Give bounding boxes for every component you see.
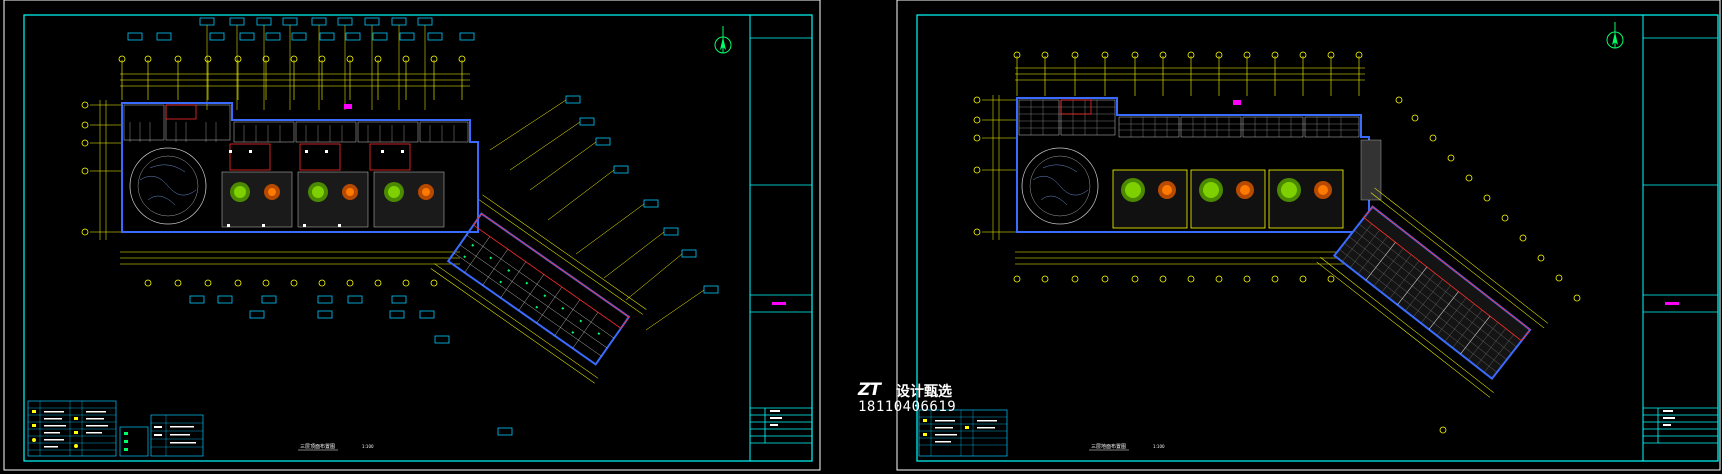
svg-text:三层地面布置图: 三层地面布置图: [1091, 443, 1126, 450]
title-block-marks: [1663, 302, 1679, 426]
floor-plan-main-wing: [121, 102, 479, 233]
watermark-phone: 18110406619: [858, 399, 957, 415]
grid-bubbles-top: [1013, 51, 1363, 59]
drawing-title: 三层顶面布置图 1:100: [298, 443, 374, 451]
grid-bubbles-top: [118, 55, 466, 63]
grid-bubbles-angled: [1395, 96, 1581, 434]
title-block: [1643, 37, 1718, 444]
drawing-frame: [23, 14, 813, 462]
north-arrow-icon: [714, 26, 732, 54]
svg-text:三层顶面布置图: 三层顶面布置图: [300, 443, 335, 450]
grid-bubbles-bottom: [144, 279, 438, 287]
legend-table: [918, 409, 1008, 457]
title-block: [750, 37, 812, 444]
drawing-sheet-right[interactable]: 三层地面布置图 1:100: [895, 0, 1722, 474]
svg-text:1:100: 1:100: [362, 444, 374, 449]
grid-bubbles-left: [81, 101, 89, 236]
angled-leaders: [489, 99, 705, 331]
grid-bubbles-bottom: [1013, 275, 1335, 283]
watermark: ZT 设计甄选 18110406619: [858, 380, 978, 420]
title-block-marks: [770, 302, 786, 426]
watermark-logo: ZT: [858, 380, 881, 400]
grid-axis-left: [90, 100, 122, 240]
grid-bubbles-left: [973, 96, 981, 236]
north-arrow-icon: [1606, 22, 1624, 49]
annotation-tags-angled: [497, 95, 719, 436]
annotation-tags-bottom: [189, 295, 450, 344]
watermark-name: 设计甄选: [896, 384, 952, 400]
floor-plan-main-wing: [1016, 97, 1382, 233]
floor-plan-angled-wing: [430, 194, 647, 384]
grid-axis-top: [1015, 56, 1365, 96]
grid-axis-left: [982, 95, 1017, 240]
grid-axis-top: [120, 60, 470, 100]
sheet-border: [896, 0, 1721, 471]
floor-plan-angled-wing: [1316, 187, 1549, 398]
drawing-sheet-left[interactable]: 三层顶面布置图 1:100: [0, 0, 822, 474]
sheet-border: [3, 0, 821, 471]
grid-axis-bottom: [120, 251, 460, 265]
drawing-frame: [916, 14, 1719, 462]
annotation-tags-top: [127, 17, 475, 110]
drawing-title: 三层地面布置图 1:100: [1089, 443, 1165, 451]
svg-text:1:100: 1:100: [1153, 444, 1165, 449]
legend-table: [27, 400, 204, 457]
grid-axis-bottom: [1015, 251, 1355, 265]
